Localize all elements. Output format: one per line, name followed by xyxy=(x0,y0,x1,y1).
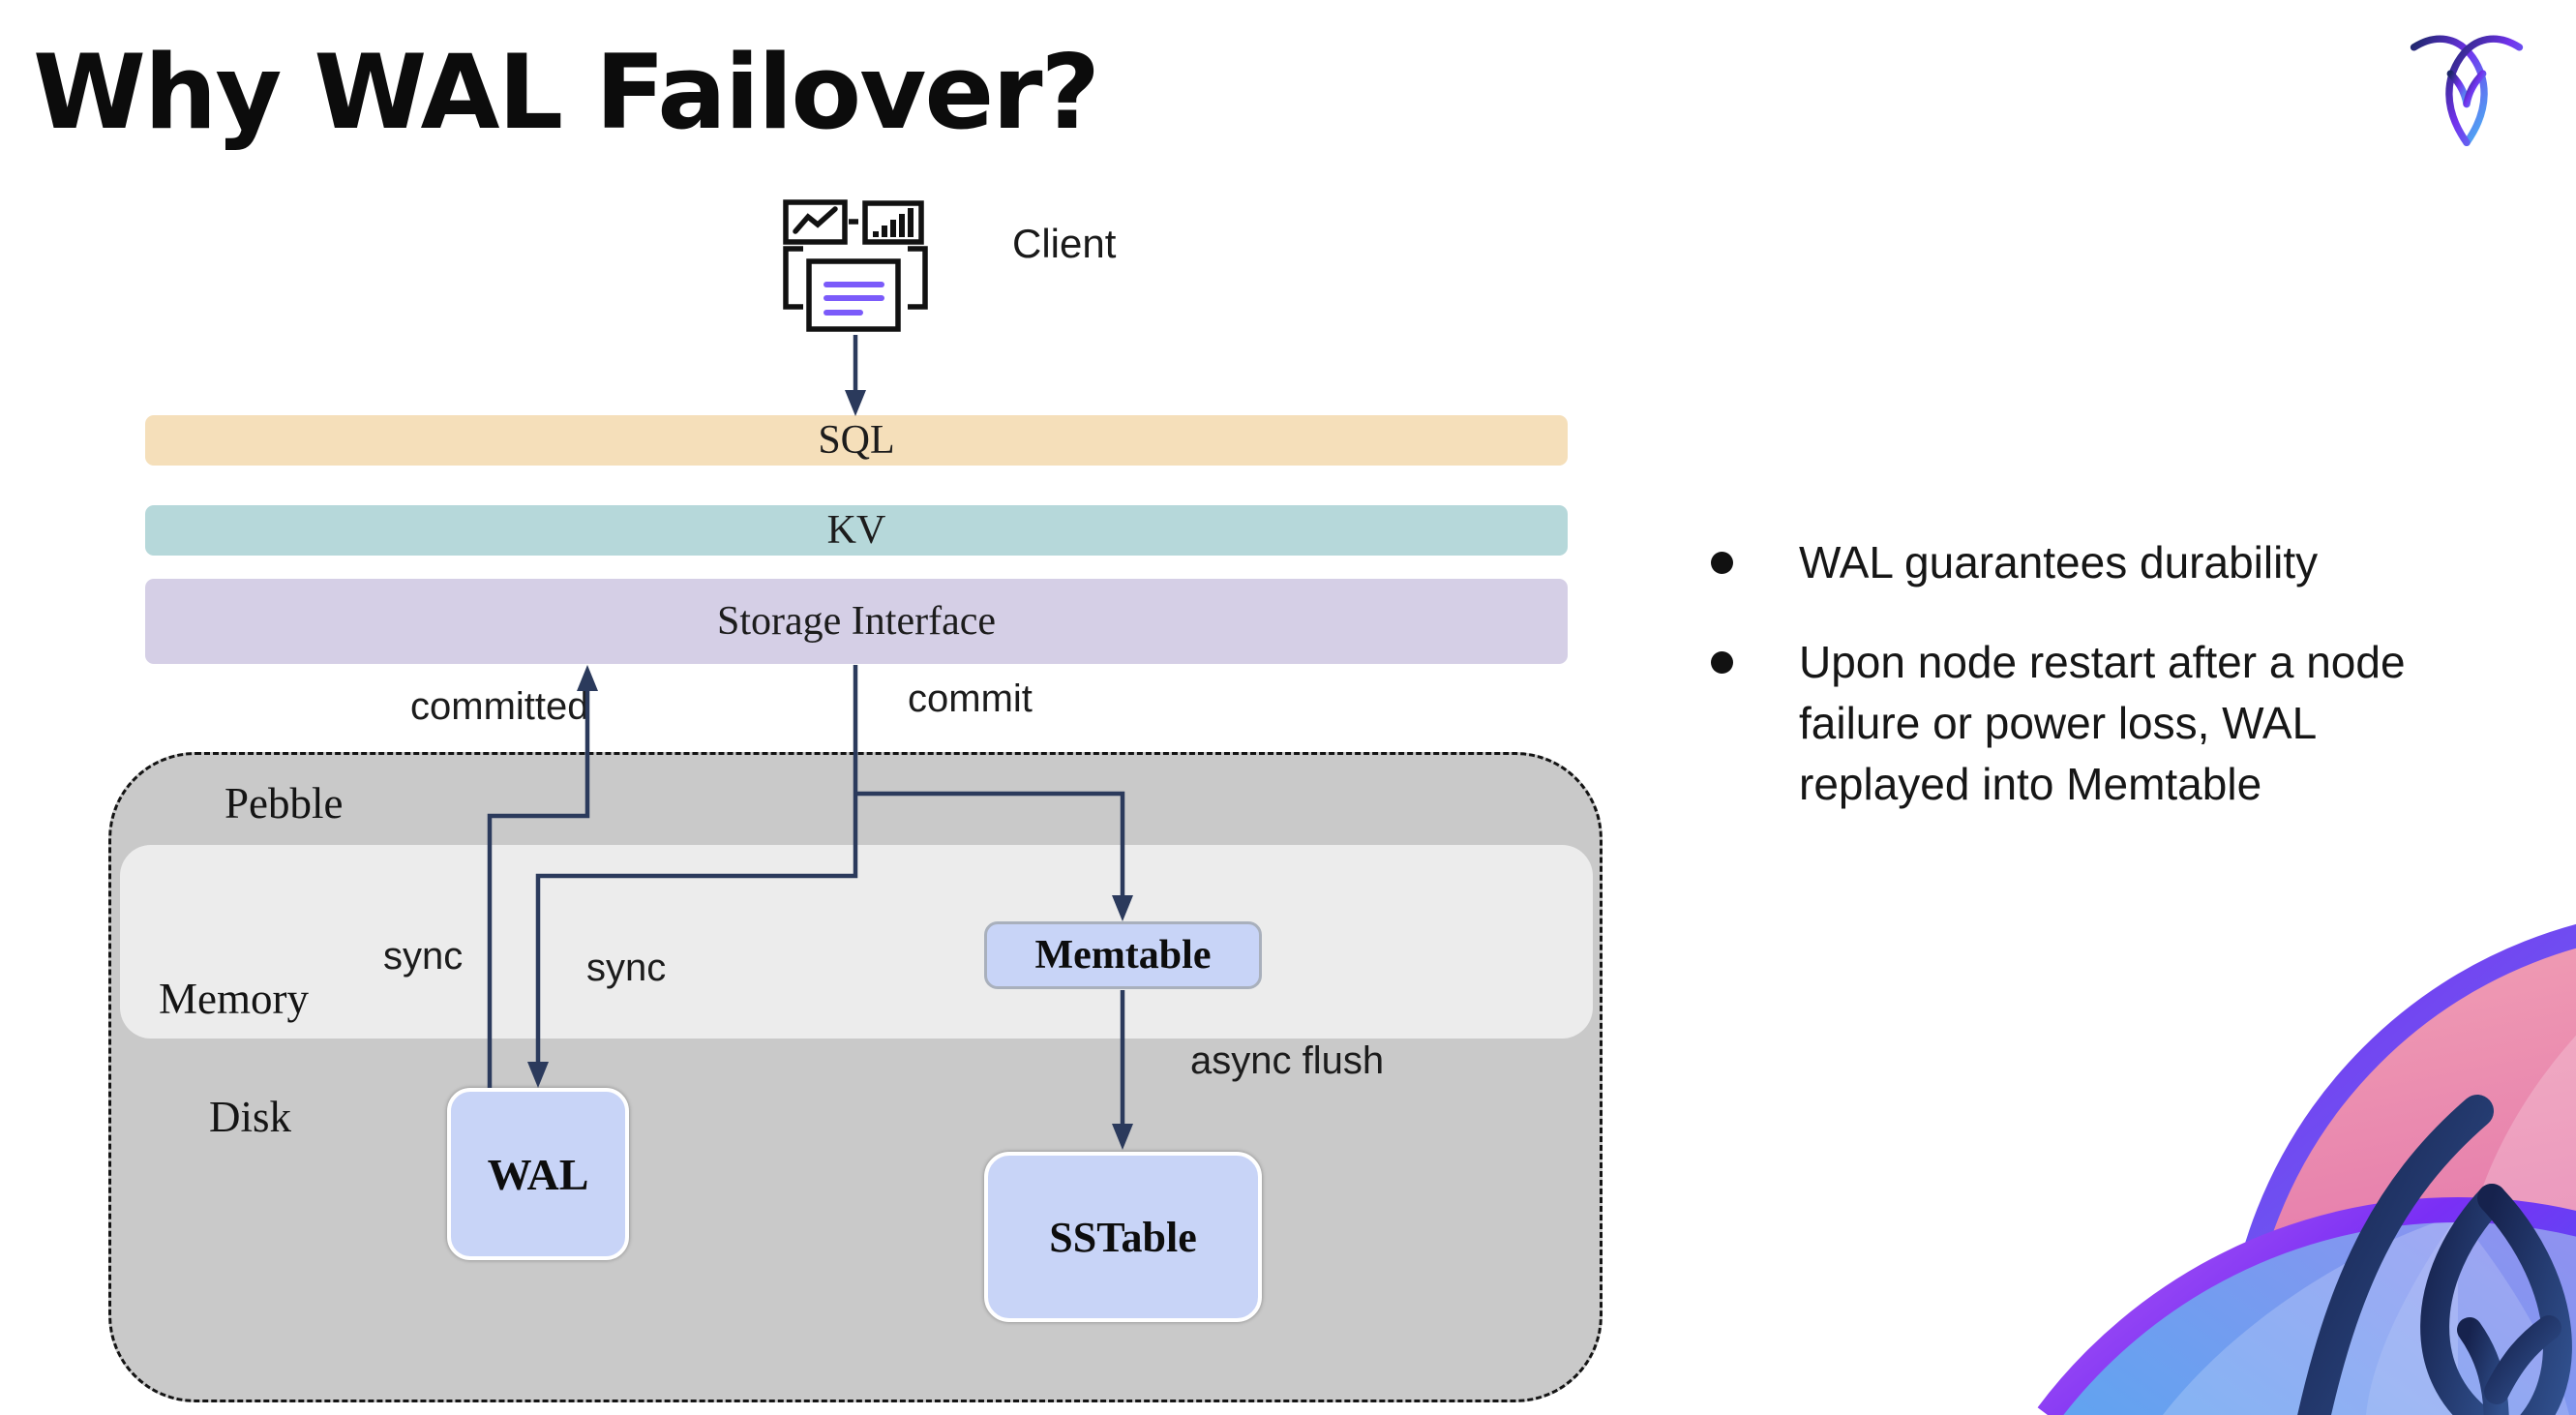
client-icon xyxy=(783,199,928,332)
node-memtable-label: Memtable xyxy=(1034,933,1212,978)
layer-kv-label: KV xyxy=(826,508,886,553)
layer-storage-interface: Storage Interface xyxy=(145,579,1568,664)
slide-title: Why WAL Failover? xyxy=(33,33,1100,152)
edge-label-commit: commit xyxy=(908,677,1033,720)
layer-sql-label: SQL xyxy=(818,418,895,463)
bullet-list: WAL guarantees durability Upon node rest… xyxy=(1711,532,2495,854)
node-wal: WAL xyxy=(447,1088,629,1260)
node-sstable-label: SSTable xyxy=(1049,1213,1197,1261)
cockroachdb-logo-icon xyxy=(2410,35,2524,146)
bullet-dot-icon xyxy=(1711,651,1733,674)
edge-label-sync-left: sync xyxy=(383,935,464,978)
pebble-label: Pebble xyxy=(225,779,344,828)
bullet-dot-icon xyxy=(1711,552,1733,574)
client-label: Client xyxy=(1012,221,1117,266)
bullet-text: WAL guarantees durability xyxy=(1799,537,2319,587)
node-sstable: SSTable xyxy=(984,1152,1262,1322)
disk-zone-label: Disk xyxy=(209,1093,292,1141)
bullet-item: WAL guarantees durability xyxy=(1711,532,2495,593)
edge-label-committed: committed xyxy=(410,685,589,728)
memory-band xyxy=(120,845,1593,1039)
memory-zone-label: Memory xyxy=(159,975,309,1023)
layer-sql: SQL xyxy=(145,415,1568,466)
bullet-text: Upon node restart after a node failure o… xyxy=(1799,637,2406,809)
layer-storage-label: Storage Interface xyxy=(717,599,996,644)
bullet-item: Upon node restart after a node failure o… xyxy=(1711,632,2495,815)
edge-label-async-flush: async flush xyxy=(1190,1039,1385,1082)
node-wal-label: WAL xyxy=(487,1149,589,1199)
layer-kv: KV xyxy=(145,505,1568,556)
node-memtable: Memtable xyxy=(984,921,1262,989)
edge-label-sync-right: sync xyxy=(586,947,667,989)
